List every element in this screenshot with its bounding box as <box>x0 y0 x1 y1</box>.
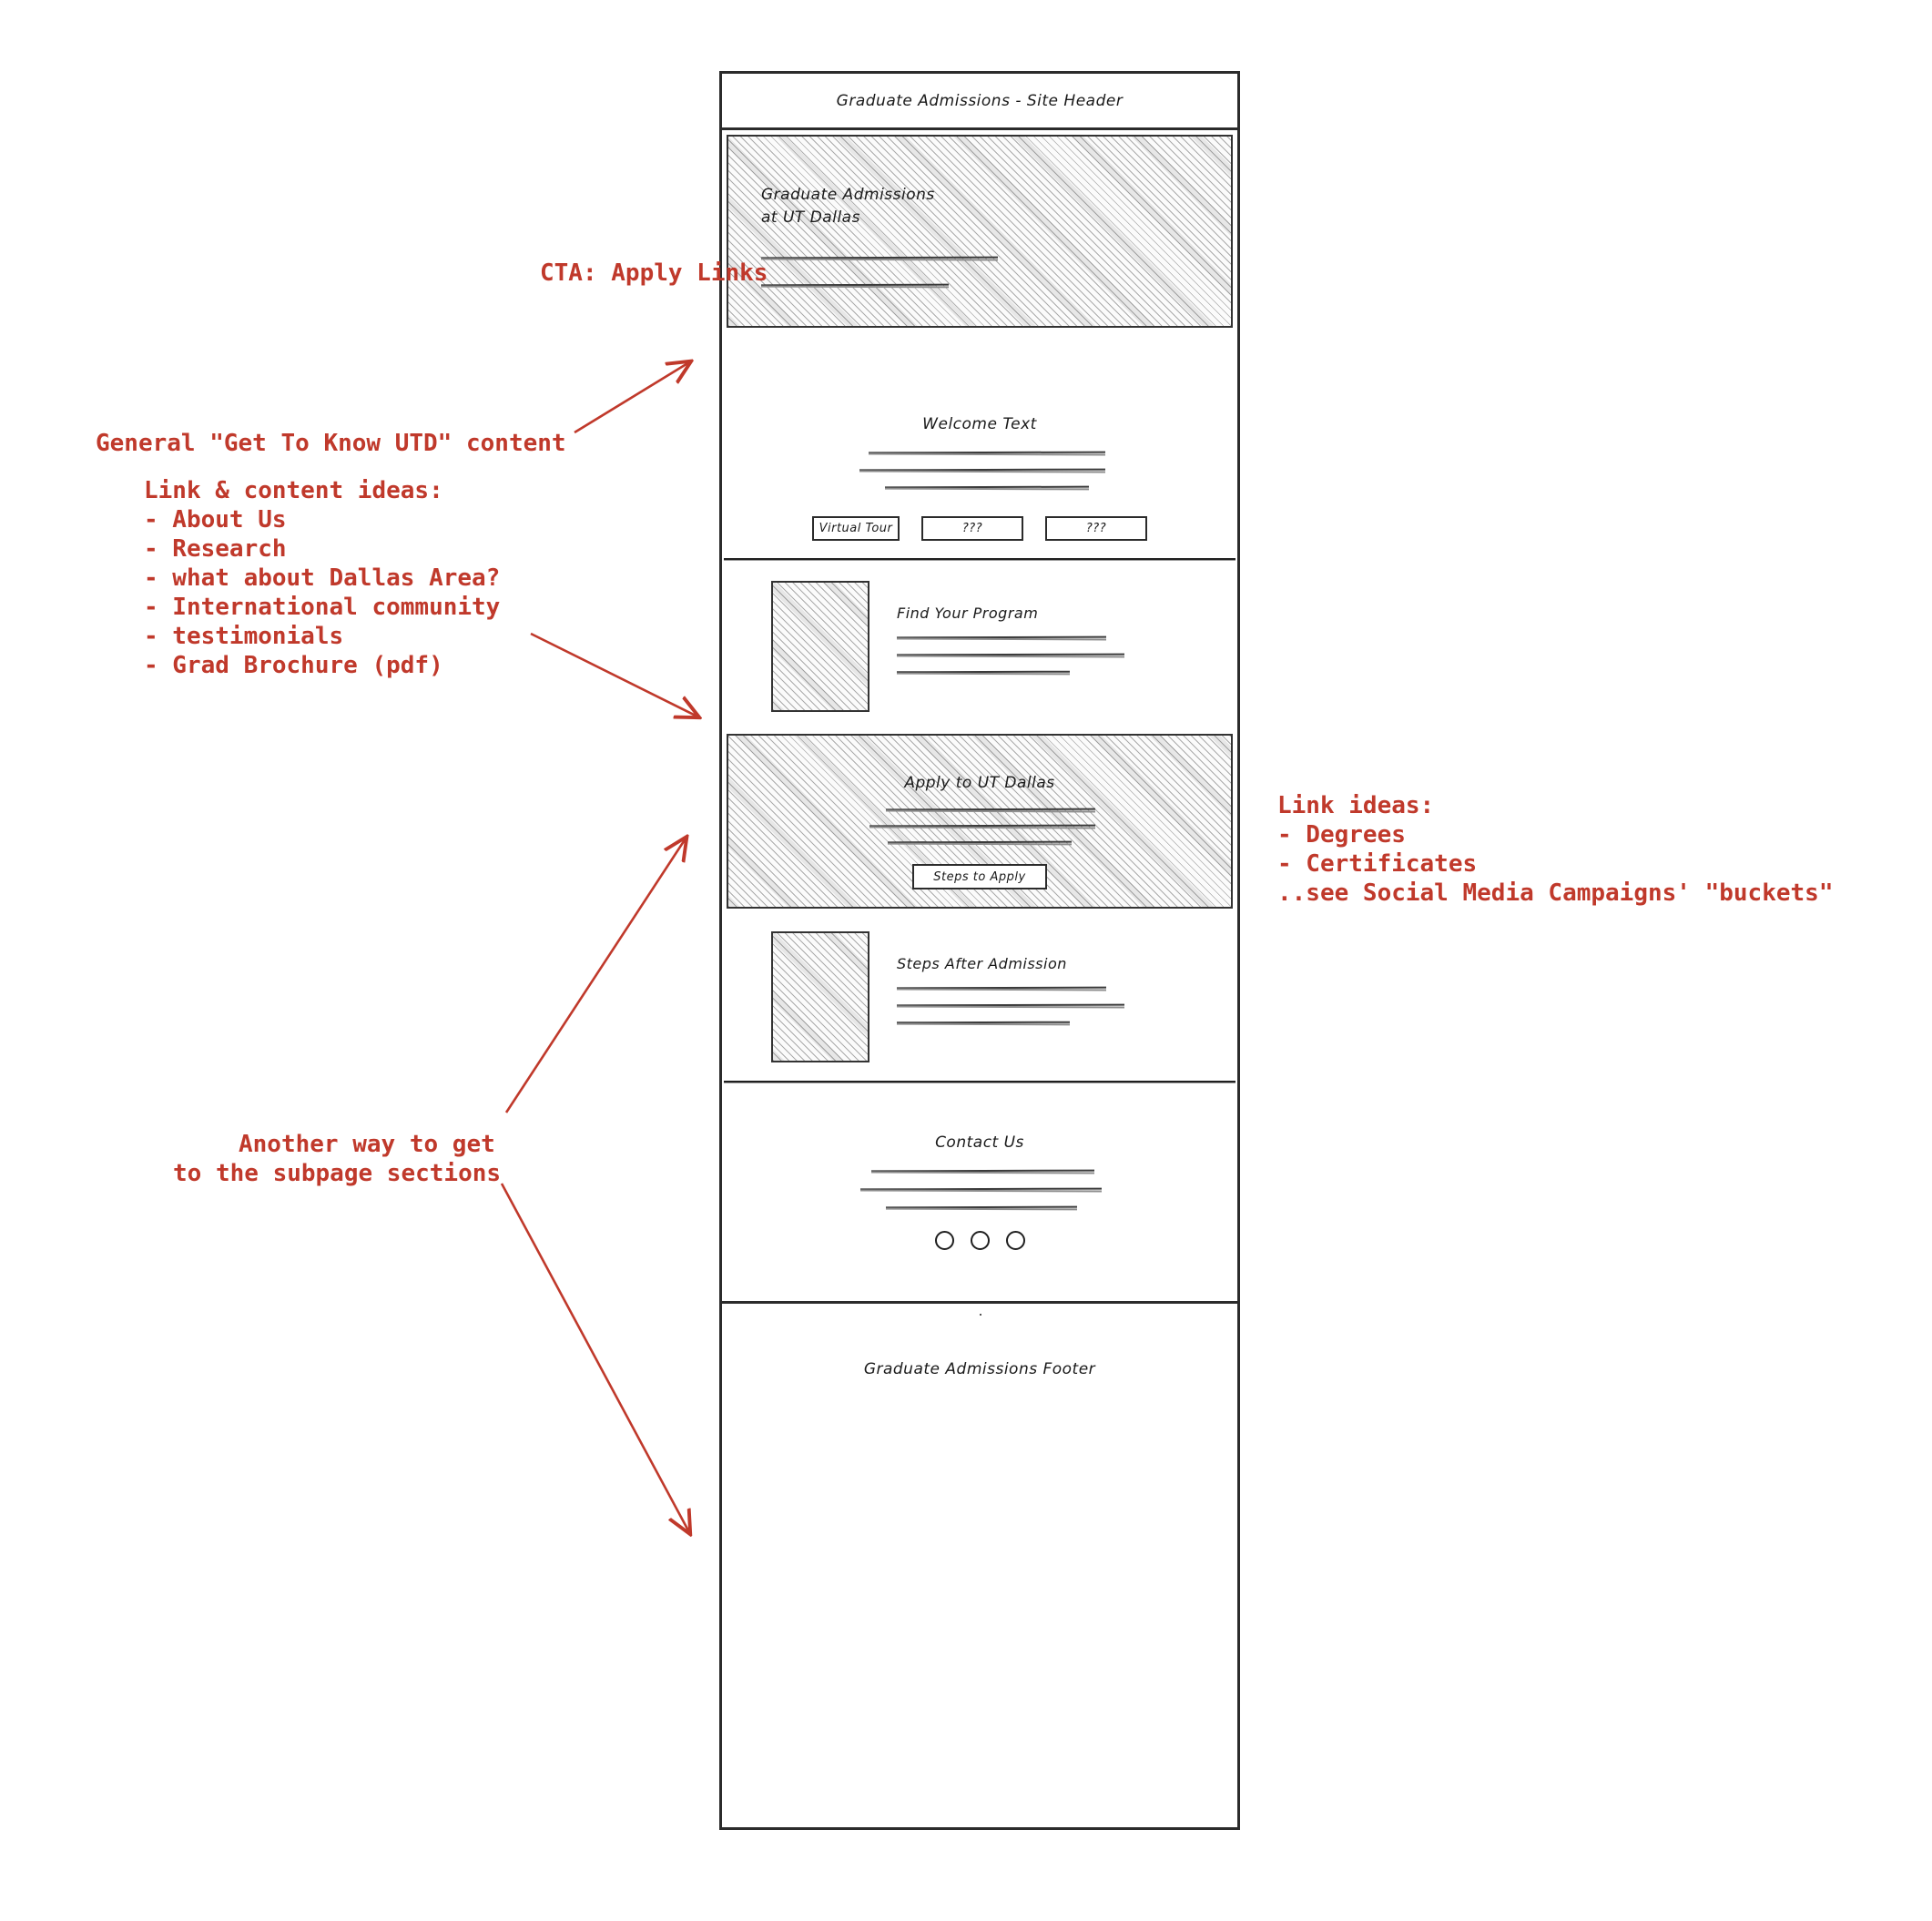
annotation-idea-grad-brochure: - Grad Brochure (pdf) <box>144 652 443 679</box>
social-circle-icon[interactable] <box>934 1231 954 1250</box>
text-rule <box>897 636 1106 641</box>
find-your-program-section: Find Your Program <box>722 562 1237 730</box>
wireframe-page-mockup: Graduate Admissions - Site Header Gradua… <box>719 71 1240 1830</box>
text-rule <box>897 1021 1070 1026</box>
annotation-link-ideas-title: Link ideas: <box>1277 792 1435 819</box>
text-rule <box>869 825 1095 829</box>
steps-after-body: Steps After Admission <box>897 955 1124 1039</box>
hero-title-line-2: at UT Dallas <box>761 208 860 227</box>
social-circle-icon[interactable] <box>1005 1231 1025 1250</box>
site-footer-band: Graduate Admissions Footer <box>722 1301 1237 1469</box>
apply-banner-heading: Apply to UT Dallas <box>904 774 1055 792</box>
text-rule <box>897 654 1124 658</box>
arrow-to-find-program <box>504 839 686 1113</box>
text-rule <box>869 452 1105 456</box>
virtual-tour-button[interactable]: Virtual Tour <box>812 516 900 541</box>
apply-button-row: Steps to Apply <box>728 864 1231 889</box>
social-icon-row <box>722 1231 1237 1250</box>
annotation-cta-apply-links: CTA: Apply Links <box>540 259 768 287</box>
hero-text-rule <box>761 284 949 289</box>
footer-dot <box>980 1314 981 1316</box>
site-footer-label: Graduate Admissions Footer <box>863 1360 1096 1378</box>
annotation-link-ideas-note: ..see Social Media Campaigns' "buckets" <box>1277 879 1834 907</box>
annotation-link-content-ideas-heading: Link & content ideas: <box>144 477 443 504</box>
find-program-body: Find Your Program <box>897 605 1124 688</box>
arrow-to-contact <box>500 1183 689 1532</box>
text-rule <box>888 841 1072 846</box>
text-rule <box>897 671 1070 676</box>
contact-text-placeholder <box>866 1170 1093 1211</box>
text-rule <box>885 486 1089 491</box>
unknown-button-1[interactable]: ??? <box>921 516 1023 541</box>
apply-banner-section: Apply to UT Dallas Steps to Apply <box>727 734 1233 909</box>
welcome-text-placeholder <box>861 452 1098 491</box>
site-header-label: Graduate Admissions - Site Header <box>836 91 1124 110</box>
text-rule <box>886 808 1095 813</box>
steps-after-admission-section: Steps After Admission <box>722 912 1237 1081</box>
text-rule <box>886 1206 1077 1211</box>
welcome-button-row: Virtual Tour ??? ??? <box>722 516 1237 541</box>
annotation-idea-dallas-area: - what about Dallas Area? <box>144 564 501 592</box>
text-rule <box>897 1004 1124 1009</box>
text-rule <box>897 987 1106 991</box>
annotation-idea-about-us: - About Us <box>144 506 287 534</box>
annotation-another-way-line-1: Another way to get <box>239 1131 495 1158</box>
section-divider <box>722 1081 1237 1084</box>
annotation-link-idea-certificates: - Certificates <box>1277 850 1478 878</box>
annotation-idea-research: - Research <box>144 535 287 563</box>
hero-banner: Graduate Admissions at UT Dallas <box>727 135 1233 328</box>
text-rule <box>860 1188 1102 1193</box>
arrow-to-hero <box>574 362 689 434</box>
annotation-link-idea-degrees: - Degrees <box>1277 821 1406 849</box>
welcome-section: Welcome Text Virtual Tour ??? ??? <box>722 328 1237 558</box>
site-header-band: Graduate Admissions - Site Header <box>722 74 1237 130</box>
steps-to-apply-button[interactable]: Steps to Apply <box>912 864 1047 889</box>
contact-us-section: Contact Us <box>722 1084 1237 1301</box>
find-program-image-placeholder <box>771 580 869 712</box>
annotation-get-to-know-utd-title: General "Get To Know UTD" content <box>96 430 566 457</box>
text-rule <box>871 1170 1094 1174</box>
social-circle-icon[interactable] <box>970 1231 990 1250</box>
unknown-button-2[interactable]: ??? <box>1045 516 1147 541</box>
contact-heading: Contact Us <box>935 1133 1024 1152</box>
hero-title-line-1: Graduate Admissions <box>761 186 935 204</box>
steps-after-heading: Steps After Admission <box>897 954 1067 972</box>
section-divider <box>722 558 1237 562</box>
apply-text-placeholder <box>875 808 1084 846</box>
arrow-to-welcome <box>530 632 697 717</box>
annotation-idea-testimonials: - testimonials <box>144 623 344 650</box>
annotation-another-way-line-2: to the subpage sections <box>173 1160 502 1187</box>
hero-title: Graduate Admissions at UT Dallas <box>761 184 935 229</box>
welcome-heading: Welcome Text <box>922 415 1037 433</box>
annotation-idea-international-community: - International community <box>144 594 501 621</box>
text-rule <box>859 469 1105 473</box>
steps-after-image-placeholder <box>771 930 869 1062</box>
find-program-heading: Find Your Program <box>897 604 1039 622</box>
hero-text-rule <box>761 257 998 261</box>
